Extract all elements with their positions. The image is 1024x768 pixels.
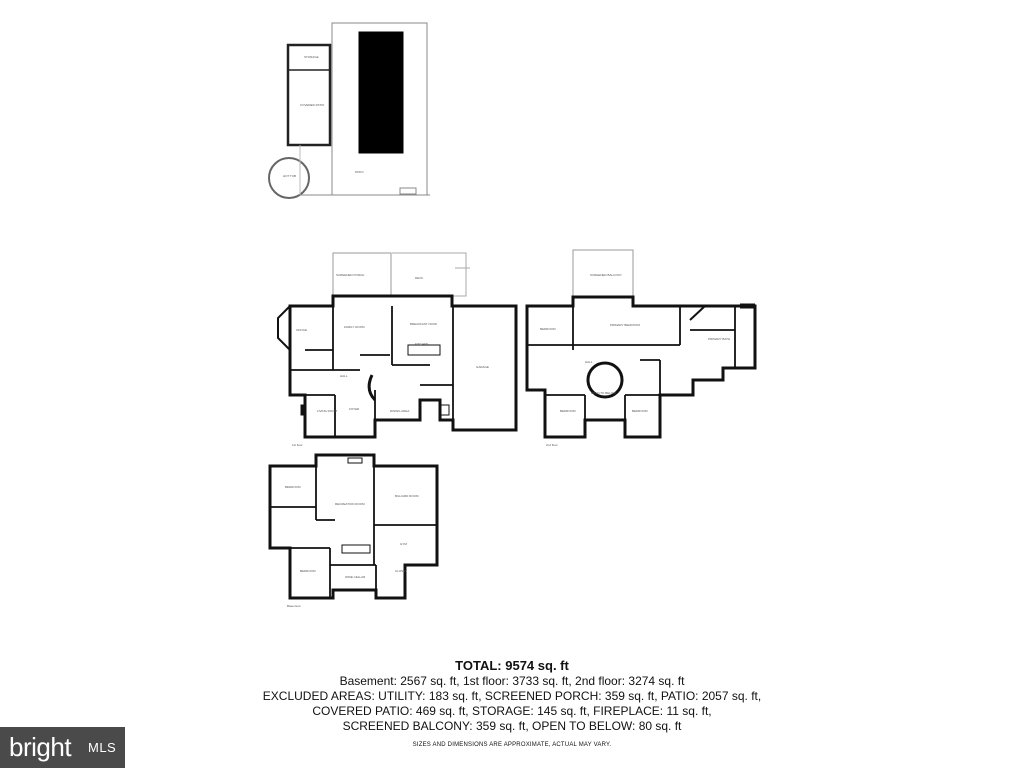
svg-text:BEDROOM: BEDROOM xyxy=(560,409,576,413)
svg-text:WINE CELLAR: WINE CELLAR xyxy=(345,575,366,579)
svg-text:RECREATION ROOM: RECREATION ROOM xyxy=(335,502,365,506)
svg-text:DECK: DECK xyxy=(415,276,423,280)
svg-text:2nd floor: 2nd floor xyxy=(546,443,558,447)
svg-text:1st floor: 1st floor xyxy=(292,443,303,447)
area-summary: TOTAL: 9574 sq. ft Basement: 2567 sq. ft… xyxy=(0,658,1024,748)
svg-text:KITCHEN: KITCHEN xyxy=(415,342,428,346)
svg-text:BEDROOM: BEDROOM xyxy=(540,327,556,331)
svg-text:BEDROOM: BEDROOM xyxy=(285,485,301,489)
svg-text:PATIO: PATIO xyxy=(355,170,364,174)
outdoor-plan: STORAGE COVERED PATIO HOT TUB PATIO xyxy=(268,22,430,199)
svg-text:Basement: Basement xyxy=(287,604,301,608)
svg-text:COVERED PATIO: COVERED PATIO xyxy=(300,103,325,107)
hot-tub xyxy=(268,157,310,199)
svg-text:SCREENED BALCONY: SCREENED BALCONY xyxy=(590,273,622,277)
disclaimer: SIZES AND DIMENSIONS ARE APPROXIMATE, AC… xyxy=(412,742,612,748)
svg-text:SCREENED PORCH: SCREENED PORCH xyxy=(336,273,364,277)
logo-word: bright xyxy=(9,732,72,762)
basement-plan: BEDROOM RECREATION ROOM BILLIARD ROOM GY… xyxy=(268,453,439,608)
first-floor-plan: OFFICE FAMILY ROOM BREAKFAST NOOK KITCHE… xyxy=(277,252,518,447)
svg-text:GYM: GYM xyxy=(400,542,407,546)
svg-text:DINING AREA: DINING AREA xyxy=(390,409,409,413)
svg-text:LIVING ROOM: LIVING ROOM xyxy=(317,409,338,413)
svg-text:OPEN TO BELOW: OPEN TO BELOW xyxy=(591,391,616,395)
svg-text:PRIMARY BATH: PRIMARY BATH xyxy=(708,337,730,341)
bright-mls-logo: bright MLS xyxy=(0,727,125,768)
svg-text:BEDROOM: BEDROOM xyxy=(632,409,648,413)
svg-text:OFFICE: OFFICE xyxy=(296,328,307,332)
svg-text:FAMILY ROOM: FAMILY ROOM xyxy=(344,325,365,329)
summary-line-excluded-3: SCREENED BALCONY: 359 sq. ft, OPEN TO BE… xyxy=(342,719,682,733)
summary-line-floors: Basement: 2567 sq. ft, 1st floor: 3733 s… xyxy=(339,674,685,688)
total-area: TOTAL: 9574 sq. ft xyxy=(455,658,569,673)
summary-line-excluded-2: COVERED PATIO: 469 sq. ft, STORAGE: 145 … xyxy=(312,704,712,718)
svg-text:FOYER: FOYER xyxy=(349,407,360,411)
second-floor-plan: BEDROOM PRIMARY BEDROOM PRIMARY BATH SCR… xyxy=(525,249,757,447)
svg-text:GARAGE: GARAGE xyxy=(476,365,489,369)
floor-plans: STORAGE COVERED PATIO HOT TUB PATIO xyxy=(268,22,757,608)
svg-text:BILLIARD ROOM: BILLIARD ROOM xyxy=(395,494,419,498)
svg-text:HOT TUB: HOT TUB xyxy=(283,174,296,178)
pool xyxy=(358,31,404,154)
svg-text:HALL: HALL xyxy=(585,360,593,364)
svg-text:BEDROOM: BEDROOM xyxy=(300,569,316,573)
svg-text:PRIMARY BEDROOM: PRIMARY BEDROOM xyxy=(610,323,640,327)
svg-text:STORAGE: STORAGE xyxy=(304,55,319,59)
logo-mls: MLS xyxy=(88,740,117,755)
svg-text:HALL: HALL xyxy=(340,374,348,378)
summary-line-excluded-1: EXCLUDED AREAS: UTILITY: 183 sq. ft, SCR… xyxy=(262,689,762,703)
svg-text:CLOSET: CLOSET xyxy=(395,569,407,573)
svg-text:BREAKFAST NOOK: BREAKFAST NOOK xyxy=(410,322,437,326)
